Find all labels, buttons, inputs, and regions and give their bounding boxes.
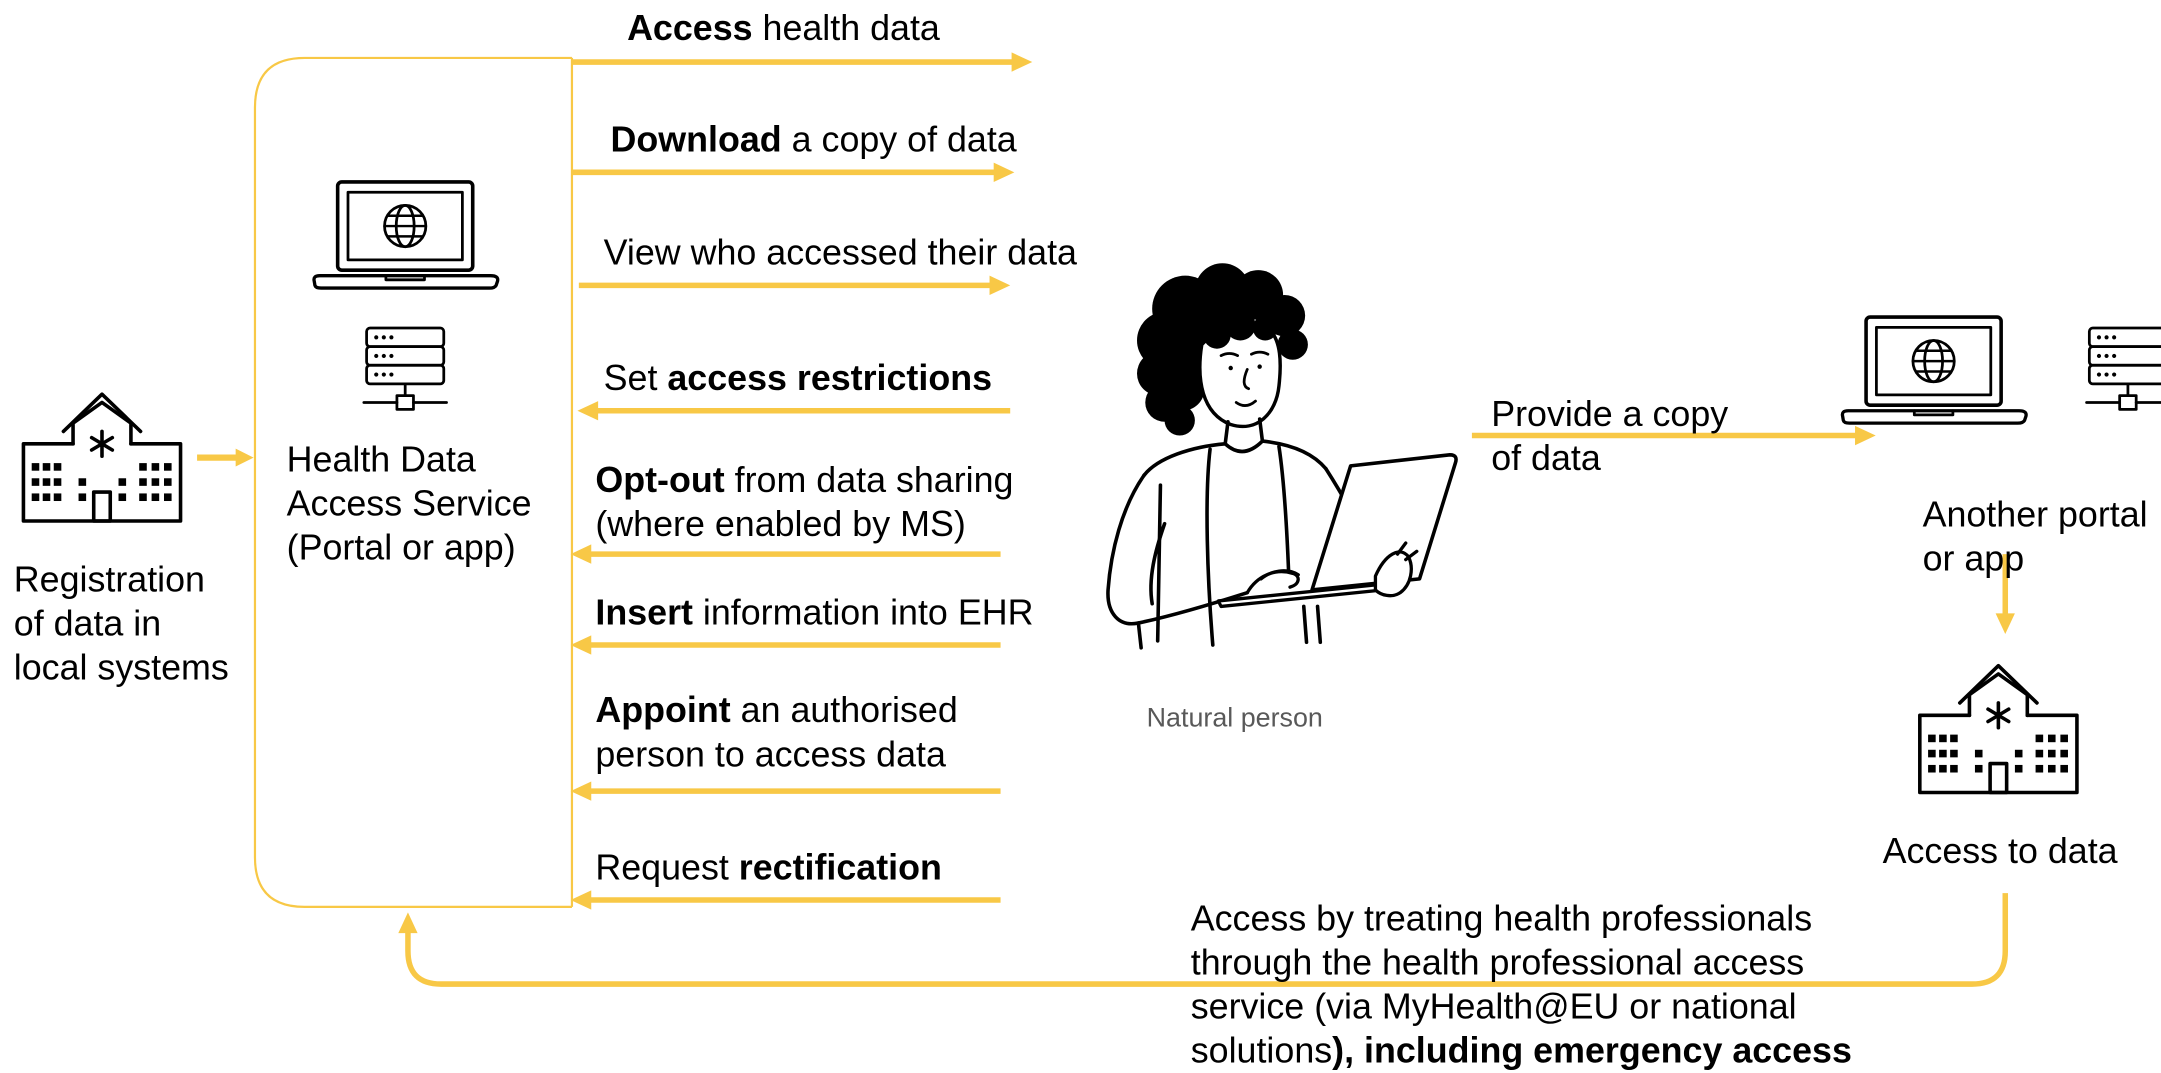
- laptop-icon-other-portal: [1840, 315, 2028, 425]
- action-insert-label: Insert information into EHR: [595, 592, 1033, 632]
- professional-access-line4: solutions), including emergency access: [1191, 1031, 1852, 1071]
- service-label-line3: (Portal or app): [287, 528, 516, 568]
- arrow-professional-access-loop: [398, 893, 2009, 987]
- action-opt-out-label: Opt-out from data sharing: [595, 460, 1013, 500]
- action-insert-bold: Insert: [595, 592, 693, 632]
- action-access-bold: Access: [627, 8, 753, 48]
- other-portal-label-line2: or app: [1923, 539, 2025, 579]
- action-download-label: Download a copy of data: [611, 120, 1017, 160]
- action-download-text: a copy of data: [782, 120, 1017, 160]
- professional-access-line1: Access by treating health professionals: [1191, 898, 1812, 938]
- registration-label-line2: of data in: [14, 603, 161, 643]
- action-access-label: Access health data: [627, 8, 940, 48]
- action-restrictions-label: Set access restrictions: [604, 358, 992, 398]
- other-portal-label-line1: Another portal: [1923, 495, 2148, 535]
- action-appoint-text: an authorised: [731, 690, 958, 730]
- provide-copy-label-line2: of data: [1491, 438, 1601, 478]
- server-icon-other-portal: [2085, 326, 2161, 411]
- laptop-icon: [312, 180, 500, 290]
- action-restrictions-bold: access restrictions: [667, 358, 992, 398]
- arrow-to-access: [1995, 554, 2015, 635]
- professional-access-line4-text: solutions: [1191, 1031, 1332, 1071]
- action-restrictions-text: Set: [604, 358, 668, 398]
- laptop-lid: [1310, 453, 1458, 592]
- action-rectification-bold: rectification: [739, 847, 942, 887]
- action-insert-text: information into EHR: [693, 592, 1034, 632]
- hospital-icon-access: [1918, 663, 2079, 795]
- action-view-label: View who accessed their data: [604, 233, 1077, 273]
- professional-access-line3: service (via MyHealth@EU or national: [1191, 987, 1797, 1027]
- service-label-line2: Access Service: [287, 483, 532, 523]
- arrow-opt-out: [570, 544, 1001, 564]
- arrow-restrictions: [577, 401, 1011, 421]
- natural-person-label: Natural person: [1147, 702, 1323, 732]
- arrow-provide-copy: [1471, 425, 1876, 446]
- action-access-text: health data: [753, 8, 940, 48]
- arrow-rectification: [570, 890, 1001, 910]
- hospital-icon: [21, 392, 183, 523]
- arrow-view: [578, 275, 1011, 295]
- action-opt-out-label-line2: (where enabled by MS): [595, 504, 965, 544]
- natural-person-illustration: [1106, 263, 1458, 650]
- service-label-line1: Health Data: [287, 439, 476, 479]
- access-service-frame: [253, 56, 574, 908]
- arrow-insert: [570, 635, 1001, 655]
- action-download-bold: Download: [611, 120, 782, 160]
- professional-access-line4-bold: ), including emergency access: [1332, 1031, 1852, 1071]
- server-icon: [362, 326, 448, 411]
- action-opt-out-bold: Opt-out: [595, 460, 724, 500]
- arrow-appoint: [570, 781, 1001, 801]
- arrow-access: [571, 52, 1033, 72]
- access-to-data-label: Access to data: [1883, 831, 2118, 871]
- arrow-download: [571, 162, 1015, 182]
- registration-label-line1: Registration: [14, 559, 205, 599]
- professional-access-line2: through the health professional access: [1191, 942, 1804, 982]
- action-rectification-label: Request rectification: [595, 847, 941, 887]
- action-appoint-label: Appoint an authorised: [595, 690, 957, 730]
- action-rectification-text: Request: [595, 847, 738, 887]
- action-opt-out-text: from data sharing: [725, 460, 1014, 500]
- provide-copy-label-line1: Provide a copy: [1491, 394, 1728, 434]
- arrow-registration: [197, 448, 254, 467]
- hair-bangs: [1203, 310, 1278, 349]
- action-appoint-label-line2: person to access data: [595, 734, 946, 774]
- registration-label-line3: local systems: [14, 647, 229, 687]
- action-appoint-bold: Appoint: [595, 690, 730, 730]
